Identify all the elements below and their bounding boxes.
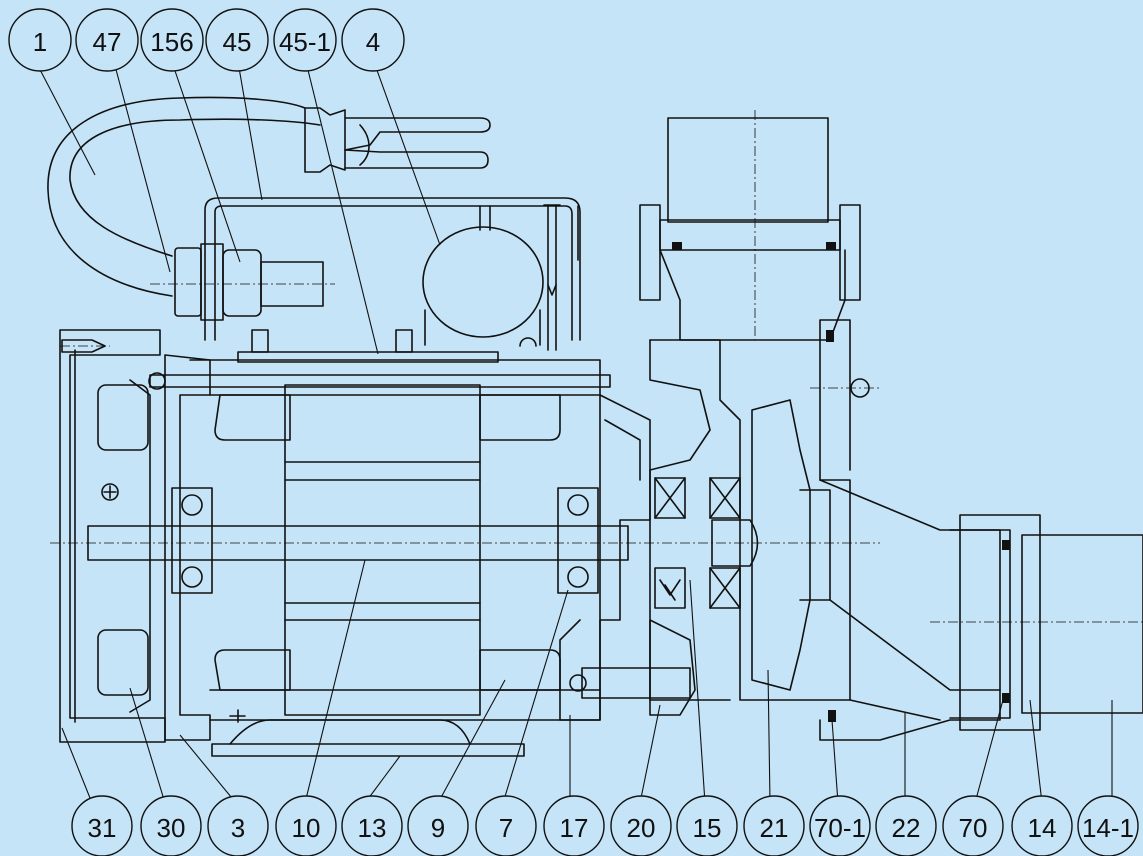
- callout-label: 4: [366, 27, 380, 57]
- callout-13: 13: [341, 795, 403, 856]
- callout-3: 3: [207, 795, 269, 856]
- callout-label: 13: [358, 813, 387, 843]
- callout-label: 15: [693, 813, 722, 843]
- callout-156: 156: [140, 8, 204, 72]
- callout-9: 9: [407, 795, 469, 856]
- motor-housing: [50, 329, 880, 757]
- callout-label: 14-1: [1082, 813, 1134, 843]
- callout-label: 47: [93, 27, 122, 57]
- callout-21: 21: [743, 795, 805, 856]
- callout-1: 1: [8, 8, 72, 72]
- callout-label: 17: [560, 813, 589, 843]
- callout-22: 22: [875, 795, 937, 856]
- callout-label: 1: [33, 27, 47, 57]
- callout-label: 30: [157, 813, 186, 843]
- callout-7: 7: [475, 795, 537, 856]
- callout-45-1: 45-1: [273, 8, 337, 72]
- callout-4: 4: [341, 8, 405, 72]
- callout-45: 45: [205, 8, 269, 72]
- callout-label: 70-1: [814, 813, 866, 843]
- callout-14: 14: [1011, 795, 1073, 856]
- callout-label: 14: [1028, 813, 1057, 843]
- power-cord: [47, 96, 491, 297]
- callout-47: 47: [75, 8, 139, 72]
- callout-label: 45: [223, 27, 252, 57]
- callout-label: 20: [627, 813, 656, 843]
- callout-10: 10: [275, 795, 337, 856]
- callout-label: 156: [150, 27, 193, 57]
- callout-label: 9: [431, 813, 445, 843]
- callout-label: 31: [88, 813, 117, 843]
- callout-label: 21: [760, 813, 789, 843]
- leader-lines: [35, 61, 1113, 804]
- pump-body: [559, 110, 1143, 741]
- callout-70: 70: [942, 795, 1004, 856]
- callout-label: 7: [499, 813, 513, 843]
- callout-label: 70: [959, 813, 988, 843]
- callout-70-1: 70-1: [809, 795, 871, 856]
- callout-30: 30: [140, 795, 202, 856]
- callout-label: 45-1: [279, 27, 331, 57]
- callout-label: 22: [892, 813, 921, 843]
- callout-20: 20: [610, 795, 672, 856]
- callout-14-1: 14-1: [1077, 795, 1139, 856]
- callout-31: 31: [71, 795, 133, 856]
- callouts-top: 1 47 156 45 45-1 4: [8, 8, 405, 72]
- callout-15: 15: [676, 795, 738, 856]
- callout-label: 3: [231, 813, 245, 843]
- callout-17: 17: [543, 795, 605, 856]
- callouts-bottom: 31 30 3 10 13 9 7 17: [71, 795, 1139, 856]
- terminal-box: [150, 197, 581, 363]
- callout-label: 10: [292, 813, 321, 843]
